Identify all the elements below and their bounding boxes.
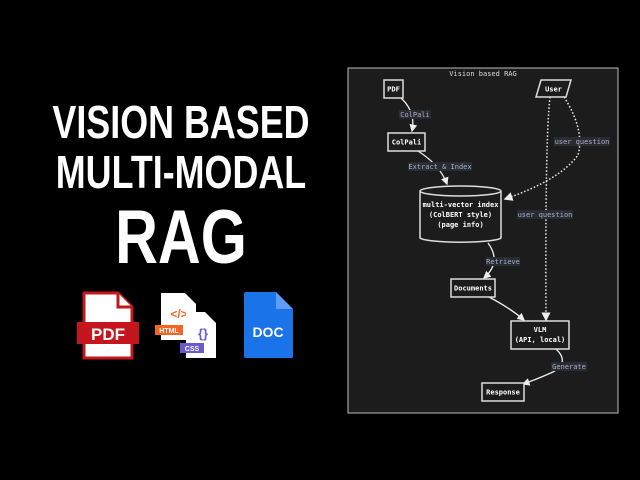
node-vlm: VLM (API, local) xyxy=(510,320,570,350)
node-documents: Documents xyxy=(450,278,496,298)
css-file-icon: {} CSS xyxy=(180,312,216,358)
svg-text:Response: Response xyxy=(486,389,520,397)
code-brackets-icon: </> xyxy=(170,307,187,321)
edge-user-index xyxy=(503,96,581,201)
node-pdf: PDF xyxy=(383,79,404,99)
headline-line-1: VISION BASED xyxy=(52,96,310,148)
svg-text:(ColBERT style): (ColBERT style) xyxy=(429,211,492,219)
edge-label-colpali: ColPali xyxy=(400,111,430,119)
node-response: Response xyxy=(481,382,525,402)
headline-line-3: RAG xyxy=(115,195,247,280)
svg-text:ColPali: ColPali xyxy=(392,139,422,147)
node-colpali: ColPali xyxy=(387,132,426,152)
doc-icon-label: DOC xyxy=(252,324,283,340)
css-icon-label: CSS xyxy=(185,346,200,353)
edge-user-vlm xyxy=(541,96,551,322)
edge-vlm-response xyxy=(521,348,563,386)
edge-label-generate: Generate xyxy=(552,363,586,371)
pdf-file-icon: PDF xyxy=(77,291,139,360)
edge-label-user-question-2: user question xyxy=(518,211,573,219)
doc-file-icon: DOC xyxy=(244,292,293,358)
svg-text:multi-vector index: multi-vector index xyxy=(423,201,500,209)
diagram-title: Vision based RAG xyxy=(449,70,516,78)
svg-text:PDF: PDF xyxy=(387,86,400,94)
svg-text:VLM: VLM xyxy=(534,326,547,334)
rag-diagram: Vision based RAG ColPali Extract & Index… xyxy=(347,67,619,414)
html-icon-label: HTML xyxy=(159,328,179,335)
svg-text:Documents: Documents xyxy=(454,285,492,293)
braces-icon: {} xyxy=(198,326,208,341)
svg-text:User: User xyxy=(545,86,562,94)
node-user: User xyxy=(534,79,573,98)
svg-text:(API, local): (API, local) xyxy=(515,336,566,344)
svg-text:(page info): (page info) xyxy=(437,221,483,229)
edge-label-extract-index: Extract & Index xyxy=(408,163,471,171)
edge-documents-vlm xyxy=(488,296,525,321)
edge-label-retrieve: Retrieve xyxy=(486,258,520,266)
node-multi-vector-index: multi-vector index (ColBERT style) (page… xyxy=(419,185,502,243)
edge-label-user-question-1: user question xyxy=(555,138,610,146)
headline-line-2: MULTI-MODAL xyxy=(55,146,307,198)
pdf-icon-label: PDF xyxy=(91,325,125,344)
